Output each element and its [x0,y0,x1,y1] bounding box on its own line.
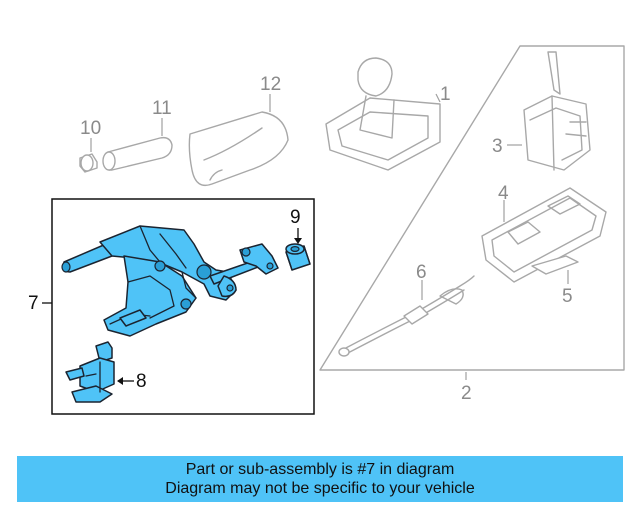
highlight-frame-7 [42,198,315,415]
callout-6: 6 [416,262,427,283]
callout-10: 10 [80,118,101,139]
part-12-trim[interactable] [188,94,289,187]
banner-line-2: Diagram may not be specific to your vehi… [165,480,475,497]
callout-7: 7 [28,293,39,314]
callout-5: 5 [562,286,573,307]
part-5-plate[interactable] [531,255,579,284]
callout-2: 2 [461,383,472,404]
part-8-sensor-bracket[interactable] [65,341,134,403]
callout-9: 9 [290,207,301,228]
callout-12: 12 [260,74,281,95]
part-9-bushing[interactable] [285,228,311,271]
notice-banner: Part or sub-assembly is #7 in diagram Di… [17,456,623,502]
callout-3: 3 [492,136,503,157]
callout-11: 11 [152,98,172,119]
part-1-shift-boot[interactable] [325,57,441,171]
banner-line-1: Part or sub-assembly is #7 in diagram [185,461,455,478]
assembly-2-frame [319,45,625,371]
part-7-lever-bracket[interactable] [61,225,279,337]
part-6-cable[interactable] [338,275,475,357]
part-11-sleeve[interactable] [102,118,173,171]
callout-4: 4 [498,183,509,204]
parts-diagram: 1 2 3 4 5 6 10 11 12 7 [28,45,625,415]
callout-1: 1 [440,84,451,105]
part-4-base[interactable] [481,187,607,283]
part-3-shifter[interactable] [507,51,591,171]
part-10-cap[interactable] [79,138,98,173]
callout-8: 8 [136,371,147,392]
